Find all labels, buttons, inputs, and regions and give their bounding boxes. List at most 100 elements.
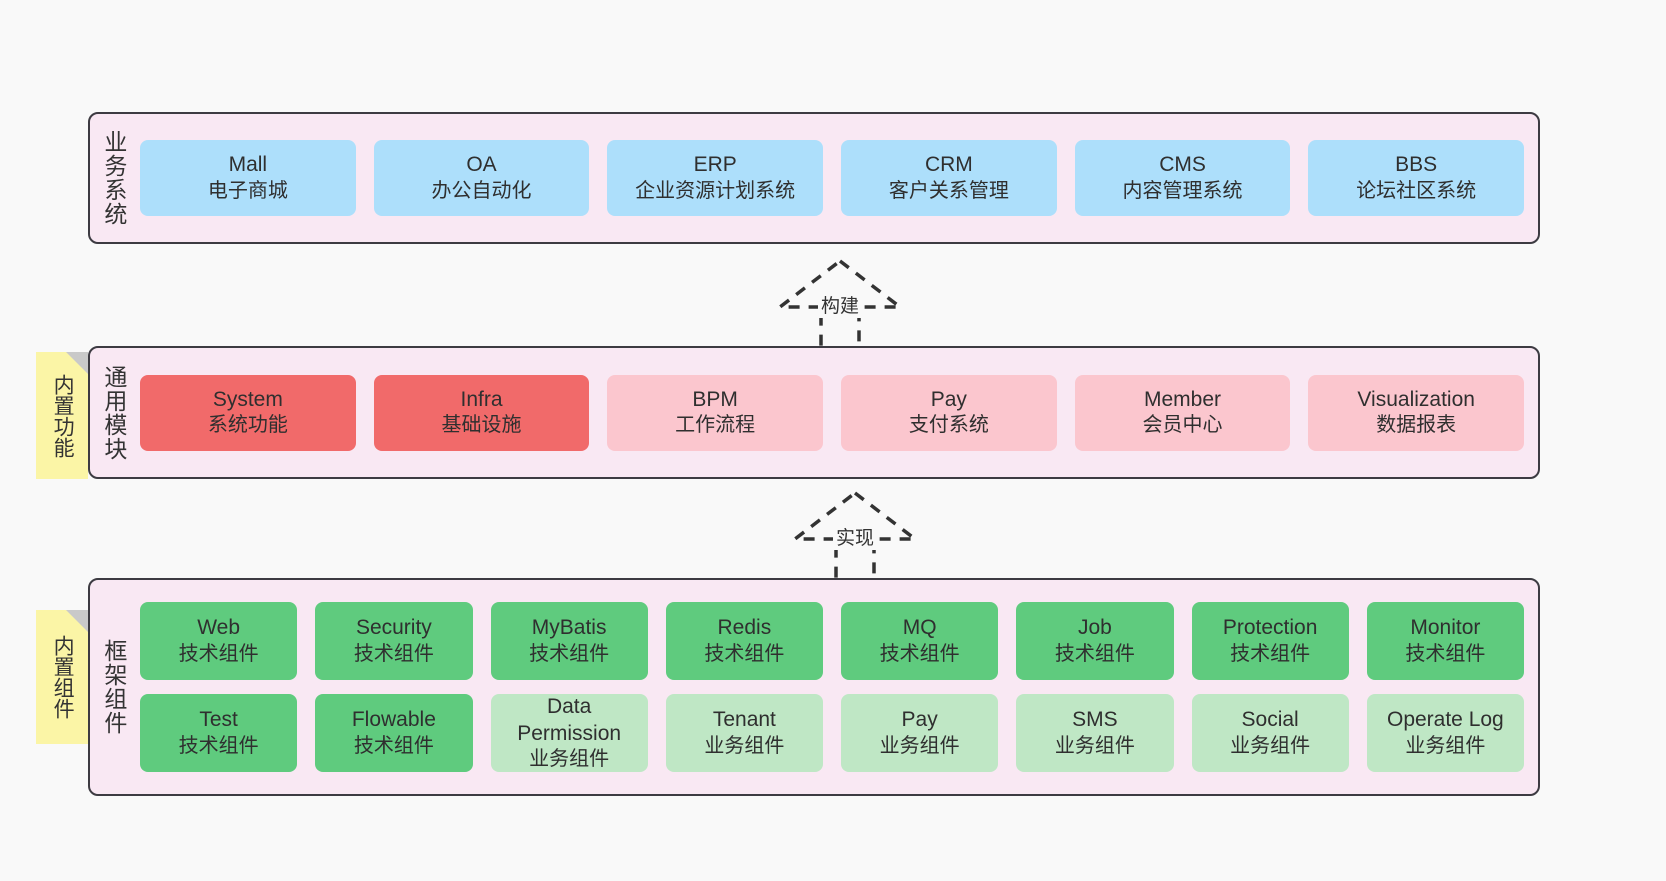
- connector-implement: 实现: [770, 487, 940, 587]
- card-subtitle: 业务组件: [1230, 734, 1311, 757]
- card-title: Security: [355, 616, 432, 640]
- connector-label: 构建: [817, 291, 863, 318]
- card-subtitle: 业务组件: [529, 747, 610, 770]
- card-title: Data Permission: [517, 695, 622, 745]
- card-bpm[interactable]: BPM 工作流程: [607, 374, 824, 451]
- card-title: Test: [199, 708, 238, 732]
- connector-label: 实现: [832, 523, 878, 550]
- card-subtitle: 内容管理系统: [1122, 179, 1243, 202]
- card-erp[interactable]: ERP 企业资源计划系统: [607, 140, 824, 216]
- layer-title-modules: 通用模块: [100, 364, 127, 461]
- card-crm[interactable]: CRM 客户关系管理: [841, 140, 1057, 216]
- card-mybatis[interactable]: MyBatis 技术组件: [490, 602, 648, 680]
- card-subtitle: 业务组件: [1405, 734, 1486, 757]
- card-subtitle: 会员中心: [1142, 414, 1223, 437]
- connector-build: 构建: [755, 255, 925, 355]
- card-title: Member: [1144, 387, 1222, 411]
- card-row-business: Test 技术组件 Flowable 技术组件 Data Permission …: [140, 694, 1524, 772]
- card-subtitle: 支付系统: [908, 414, 989, 437]
- card-subtitle: 技术组件: [704, 642, 785, 665]
- card-subtitle: 技术组件: [1054, 642, 1135, 665]
- card-title: System: [212, 387, 283, 411]
- card-security[interactable]: Security 技术组件: [315, 602, 473, 680]
- card-member[interactable]: Member 会员中心: [1074, 374, 1291, 451]
- card-subtitle: 电子商城: [207, 179, 288, 202]
- layer-title-business: 业务系统: [100, 130, 127, 226]
- card-title: MQ: [902, 616, 937, 640]
- sticky-fold-icon: [66, 610, 88, 632]
- card-pay-module[interactable]: Pay 支付系统: [841, 374, 1057, 451]
- card-subtitle: 客户关系管理: [888, 179, 1009, 202]
- card-subtitle: 技术组件: [178, 734, 259, 757]
- sticky-note-label: 内置组件: [51, 635, 75, 719]
- card-bbs[interactable]: BBS 论坛社区系统: [1308, 140, 1525, 216]
- card-subtitle: 系统功能: [207, 414, 288, 437]
- card-pay-component[interactable]: Pay 业务组件: [841, 694, 999, 772]
- card-title: OA: [466, 153, 497, 177]
- card-visualization[interactable]: Visualization 数据报表: [1308, 374, 1525, 451]
- card-title: MyBatis: [531, 616, 607, 640]
- card-cms[interactable]: CMS 内容管理系统: [1074, 140, 1291, 216]
- card-title: Infra: [460, 387, 503, 411]
- layer-body-framework: Web 技术组件 Security 技术组件 MyBatis 技术组件 Redi…: [136, 580, 1538, 794]
- card-title: Job: [1077, 616, 1112, 640]
- card-title: BBS: [1395, 153, 1438, 177]
- card-web[interactable]: Web 技术组件: [140, 602, 298, 680]
- card-subtitle: 办公自动化: [431, 179, 532, 202]
- card-title: Operate Log: [1386, 708, 1504, 732]
- card-subtitle: 工作流程: [675, 414, 756, 437]
- card-job[interactable]: Job 技术组件: [1016, 602, 1174, 680]
- dashed-arrow-up-icon: [789, 490, 921, 583]
- card-system[interactable]: System 系统功能: [140, 374, 356, 451]
- dashed-arrow-up-icon: [774, 258, 906, 351]
- card-title: Web: [197, 616, 241, 640]
- card-subtitle: 技术组件: [1230, 642, 1311, 665]
- card-row-tech: Web 技术组件 Security 技术组件 MyBatis 技术组件 Redi…: [140, 602, 1524, 680]
- layer-title-framework: 框架组件: [100, 639, 127, 735]
- card-test[interactable]: Test 技术组件: [140, 694, 298, 772]
- card-title: Redis: [717, 616, 772, 640]
- card-title: BPM: [692, 387, 738, 411]
- card-redis[interactable]: Redis 技术组件: [665, 602, 823, 680]
- card-subtitle: 业务组件: [879, 734, 960, 757]
- card-title: Pay: [930, 387, 967, 411]
- card-social[interactable]: Social 业务组件: [1191, 694, 1349, 772]
- card-infra[interactable]: Infra 基础设施: [373, 374, 590, 451]
- card-subtitle: 技术组件: [178, 642, 259, 665]
- card-subtitle: 业务组件: [704, 734, 785, 757]
- card-data-permission[interactable]: Data Permission 业务组件: [490, 694, 648, 772]
- card-subtitle: 技术组件: [353, 642, 434, 665]
- card-subtitle: 基础设施: [441, 414, 522, 437]
- card-sms[interactable]: SMS 业务组件: [1016, 694, 1174, 772]
- card-subtitle: 业务组件: [1054, 734, 1135, 757]
- card-subtitle: 企业资源计划系统: [635, 179, 796, 202]
- card-title: CMS: [1159, 153, 1206, 177]
- sticky-note-builtin-features: 内置功能: [36, 352, 88, 479]
- card-operate-log[interactable]: Operate Log 业务组件: [1366, 694, 1524, 772]
- layer-business-systems: 业务系统 Mall 电子商城 OA 办公自动化 ERP 企业资源计划系统 CRM…: [88, 112, 1540, 244]
- card-title: CRM: [924, 153, 973, 177]
- card-subtitle: 技术组件: [353, 734, 434, 757]
- card-title: Social: [1241, 708, 1299, 732]
- card-mall[interactable]: Mall 电子商城: [140, 140, 356, 216]
- card-oa[interactable]: OA 办公自动化: [373, 140, 590, 216]
- layer-body-modules: System 系统功能 Infra 基础设施 BPM 工作流程 Pay 支付系统…: [136, 348, 1538, 477]
- layer-framework-components: 框架组件 Web 技术组件 Security 技术组件 MyBatis 技术组件…: [88, 578, 1540, 796]
- sticky-note-label: 内置功能: [51, 373, 75, 458]
- card-title: Pay: [901, 708, 938, 732]
- card-title: SMS: [1072, 708, 1118, 732]
- card-flowable[interactable]: Flowable 技术组件: [315, 694, 473, 772]
- card-title: Visualization: [1357, 387, 1475, 411]
- card-title: ERP: [693, 153, 737, 177]
- card-subtitle: 技术组件: [879, 642, 960, 665]
- card-tenant[interactable]: Tenant 业务组件: [665, 694, 823, 772]
- card-row: Mall 电子商城 OA 办公自动化 ERP 企业资源计划系统 CRM 客户关系…: [140, 140, 1525, 216]
- card-subtitle: 论坛社区系统: [1356, 179, 1477, 202]
- layer-body-business: Mall 电子商城 OA 办公自动化 ERP 企业资源计划系统 CRM 客户关系…: [136, 114, 1538, 242]
- card-subtitle: 技术组件: [529, 642, 610, 665]
- card-protection[interactable]: Protection 技术组件: [1191, 602, 1349, 680]
- card-mq[interactable]: MQ 技术组件: [841, 602, 999, 680]
- card-monitor[interactable]: Monitor 技术组件: [1366, 602, 1524, 680]
- card-title: Tenant: [712, 708, 776, 732]
